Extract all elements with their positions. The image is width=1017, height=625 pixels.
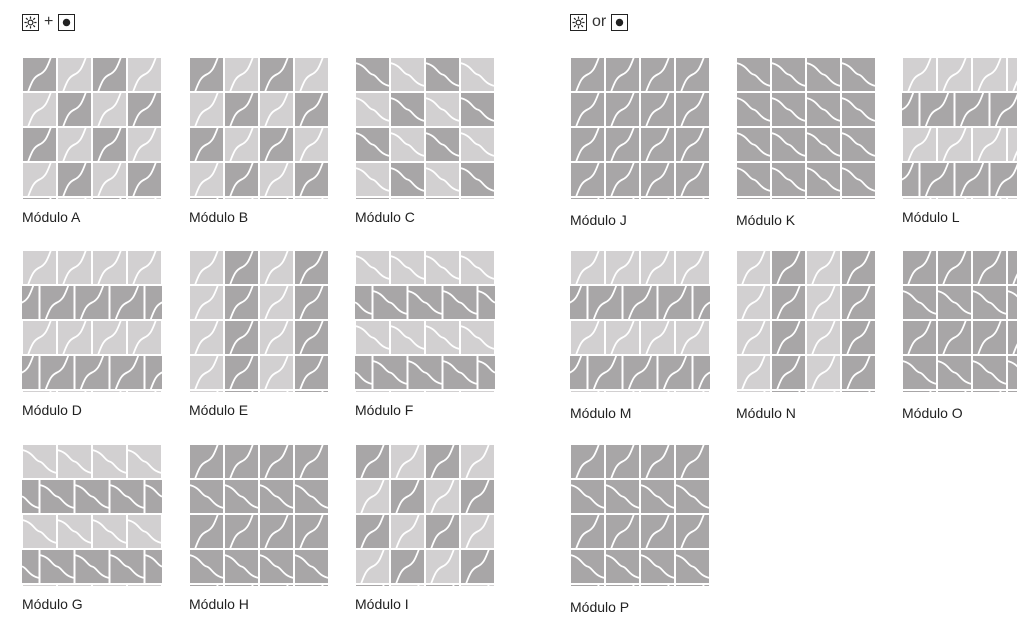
module-label: Módulo L xyxy=(902,209,960,225)
module-label: Módulo N xyxy=(736,405,796,421)
module-pattern xyxy=(570,57,710,199)
module-b: Módulo B xyxy=(189,57,329,199)
module-f: Módulo F xyxy=(355,250,495,392)
module-j: Módulo J xyxy=(570,57,710,199)
module-k: Módulo K xyxy=(736,57,876,199)
module-l: Módulo L xyxy=(902,57,1017,199)
module-label: Módulo H xyxy=(189,596,249,612)
module-pattern xyxy=(22,250,162,392)
module-pattern xyxy=(736,57,876,199)
module-o: Módulo O xyxy=(902,250,1017,392)
module-pattern xyxy=(189,444,329,586)
legend-alternative: or xyxy=(570,11,628,33)
module-pattern xyxy=(22,57,162,199)
module-pattern xyxy=(22,444,162,586)
module-h: Módulo H xyxy=(189,444,329,586)
module-label: Módulo P xyxy=(570,599,629,615)
module-pattern xyxy=(355,57,495,199)
module-label: Módulo C xyxy=(355,209,415,225)
module-g: Módulo G xyxy=(22,444,162,586)
module-d: Módulo D xyxy=(22,250,162,392)
module-label: Módulo E xyxy=(189,402,248,418)
module-a: Módulo A xyxy=(22,57,162,199)
module-label: Módulo K xyxy=(736,212,795,228)
module-label: Módulo J xyxy=(570,212,627,228)
module-label: Módulo F xyxy=(355,402,413,418)
legend-operator: + xyxy=(43,13,54,31)
module-label: Módulo G xyxy=(22,596,83,612)
module-pattern xyxy=(355,444,495,586)
module-pattern xyxy=(902,250,1017,392)
module-p: Módulo P xyxy=(570,444,710,586)
module-label: Módulo B xyxy=(189,209,248,225)
module-pattern xyxy=(902,57,1017,199)
module-pattern xyxy=(355,250,495,392)
module-label: Módulo O xyxy=(902,405,963,421)
module-label: Módulo I xyxy=(355,596,409,612)
module-m: Módulo M xyxy=(570,250,710,392)
module-label: Módulo D xyxy=(22,402,82,418)
dot-icon xyxy=(611,14,628,31)
module-pattern xyxy=(570,444,710,586)
module-pattern xyxy=(570,250,710,392)
module-i: Módulo I xyxy=(355,444,495,586)
module-label: Módulo M xyxy=(570,405,631,421)
module-c: Módulo C xyxy=(355,57,495,199)
module-n: Módulo N xyxy=(736,250,876,392)
module-pattern xyxy=(189,250,329,392)
sun-icon xyxy=(570,14,587,31)
module-e: Módulo E xyxy=(189,250,329,392)
module-label: Módulo A xyxy=(22,209,80,225)
sun-icon xyxy=(22,14,39,31)
module-pattern xyxy=(736,250,876,392)
dot-icon xyxy=(58,14,75,31)
module-pattern xyxy=(189,57,329,199)
legend-combined: + xyxy=(22,11,75,33)
legend-operator: or xyxy=(591,13,607,31)
